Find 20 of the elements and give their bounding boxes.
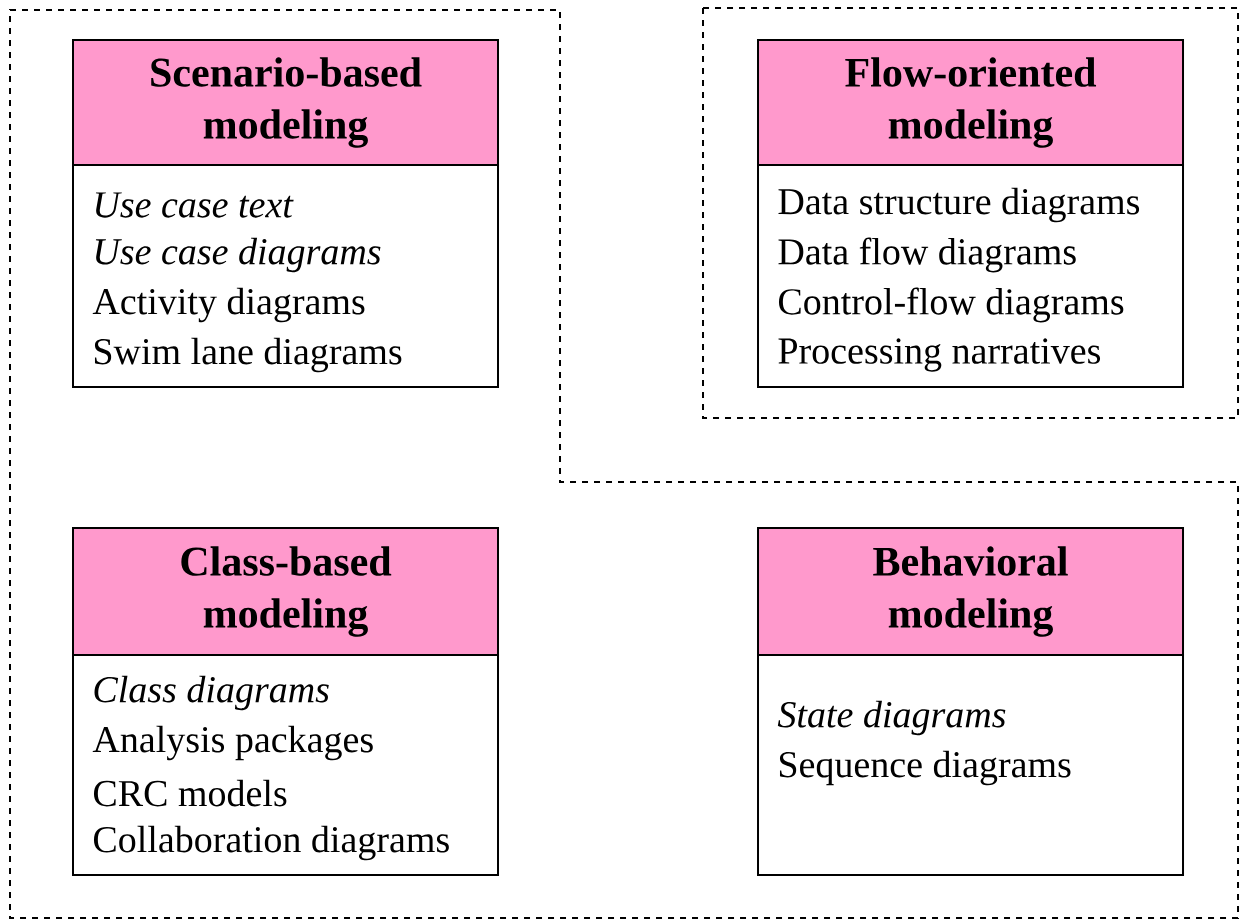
header-band: Flow-oriented modeling	[757, 39, 1184, 166]
list-item: State diagrams	[777, 700, 1006, 736]
header-band: Class-based modeling	[72, 527, 499, 656]
list-item: Analysis packages	[92, 725, 373, 761]
list-item: Use case text	[95, 192, 294, 218]
list-item: Data flow diagrams	[778, 237, 1076, 273]
header-band: Behavioral modeling	[757, 527, 1184, 656]
list-item: Data structure diagrams	[778, 187, 1140, 223]
list-item: Processing narratives	[778, 338, 1101, 372]
list-item: Class diagrams	[94, 675, 329, 711]
list-item: Collaboration diagrams	[93, 825, 449, 861]
header-band: Scenario-based modeling	[72, 39, 499, 166]
list-item: CRC models	[93, 779, 287, 807]
list-item: Use case diagrams	[95, 237, 381, 273]
dashed-region	[702, 7, 1239, 419]
dashed-region	[9, 9, 1239, 919]
list-item: Control-flow diagrams	[779, 287, 1124, 323]
list-item: Swim lane diagrams	[94, 337, 402, 373]
list-item: Activity diagrams	[92, 287, 365, 323]
list-item: Sequence diagrams	[779, 750, 1071, 786]
